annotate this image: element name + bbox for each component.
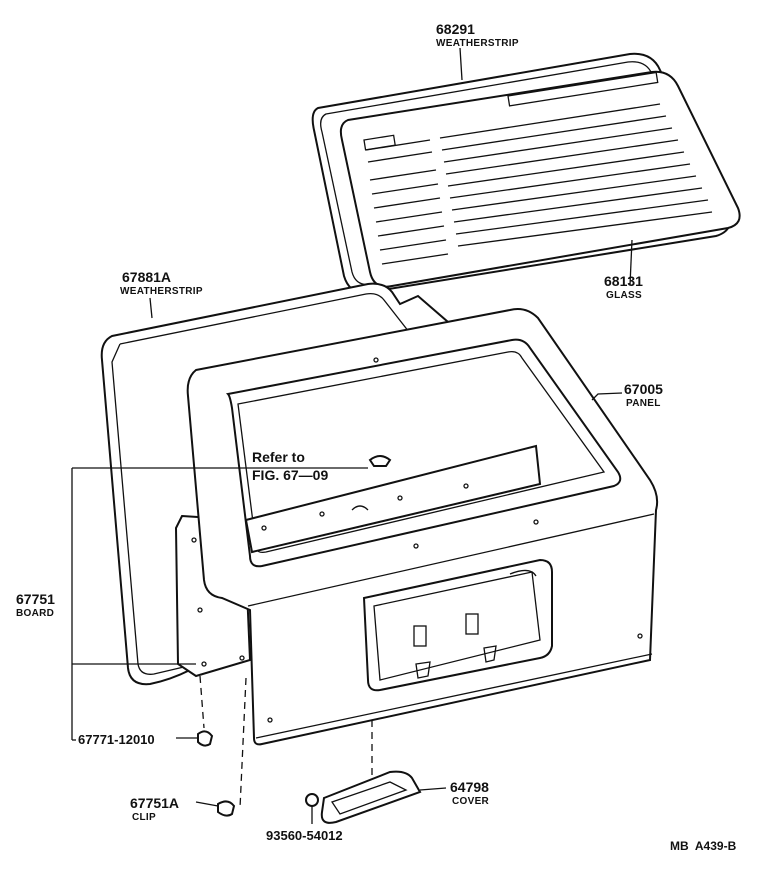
callout-67881a: 67881A WEATHERSTRIP: [120, 269, 203, 297]
callout-number: 67751: [16, 591, 55, 607]
callout-93560-54012: 93560-54012: [266, 828, 343, 843]
callout-67005: 67005 PANEL: [624, 381, 663, 409]
glass-68131-part: [339, 70, 741, 288]
callout-name: CLIP: [132, 812, 156, 823]
cover-64798-part: [320, 770, 422, 824]
callout-number: 67751A: [130, 795, 179, 811]
callout-name: WEATHERSTRIP: [120, 286, 203, 297]
callout-67771-12010: 67771-12010: [78, 732, 155, 747]
callout-number: 68291: [436, 21, 475, 37]
clip-67751a-part: [217, 800, 236, 817]
panel-67005-part: [186, 308, 659, 746]
reference-line-2: FIG. 67—09: [252, 467, 328, 483]
callout-number: 67005: [624, 381, 663, 397]
grommet-67771-part: [197, 730, 214, 747]
screw-93560-part: [305, 793, 319, 807]
callout-name: BOARD: [16, 608, 54, 619]
callout-68291: 68291 WEATHERSTRIP: [436, 21, 519, 49]
callout-68131: 68131 GLASS: [604, 273, 643, 301]
reference-note: Refer to FIG. 67—09: [252, 449, 328, 483]
callout-number: 67881A: [122, 269, 171, 285]
callout-number: 67771-12010: [78, 732, 155, 747]
reference-line-1: Refer to: [252, 449, 305, 465]
callout-name: GLASS: [606, 290, 642, 301]
callout-name: COVER: [452, 796, 490, 807]
callout-number: 68131: [604, 273, 643, 289]
callout-67751: 67751 BOARD: [16, 591, 55, 619]
callout-name: WEATHERSTRIP: [436, 38, 519, 49]
callout-67751a: 67751A CLIP: [130, 795, 179, 823]
refer-cap-part: [368, 455, 392, 467]
figure-code: MB A439-B: [670, 839, 737, 853]
callout-number: 93560-54012: [266, 828, 343, 843]
leader-lines: [71, 47, 633, 824]
callout-name: PANEL: [626, 398, 661, 409]
callout-number: 64798: [450, 779, 489, 795]
callout-64798: 64798 COVER: [450, 779, 490, 807]
